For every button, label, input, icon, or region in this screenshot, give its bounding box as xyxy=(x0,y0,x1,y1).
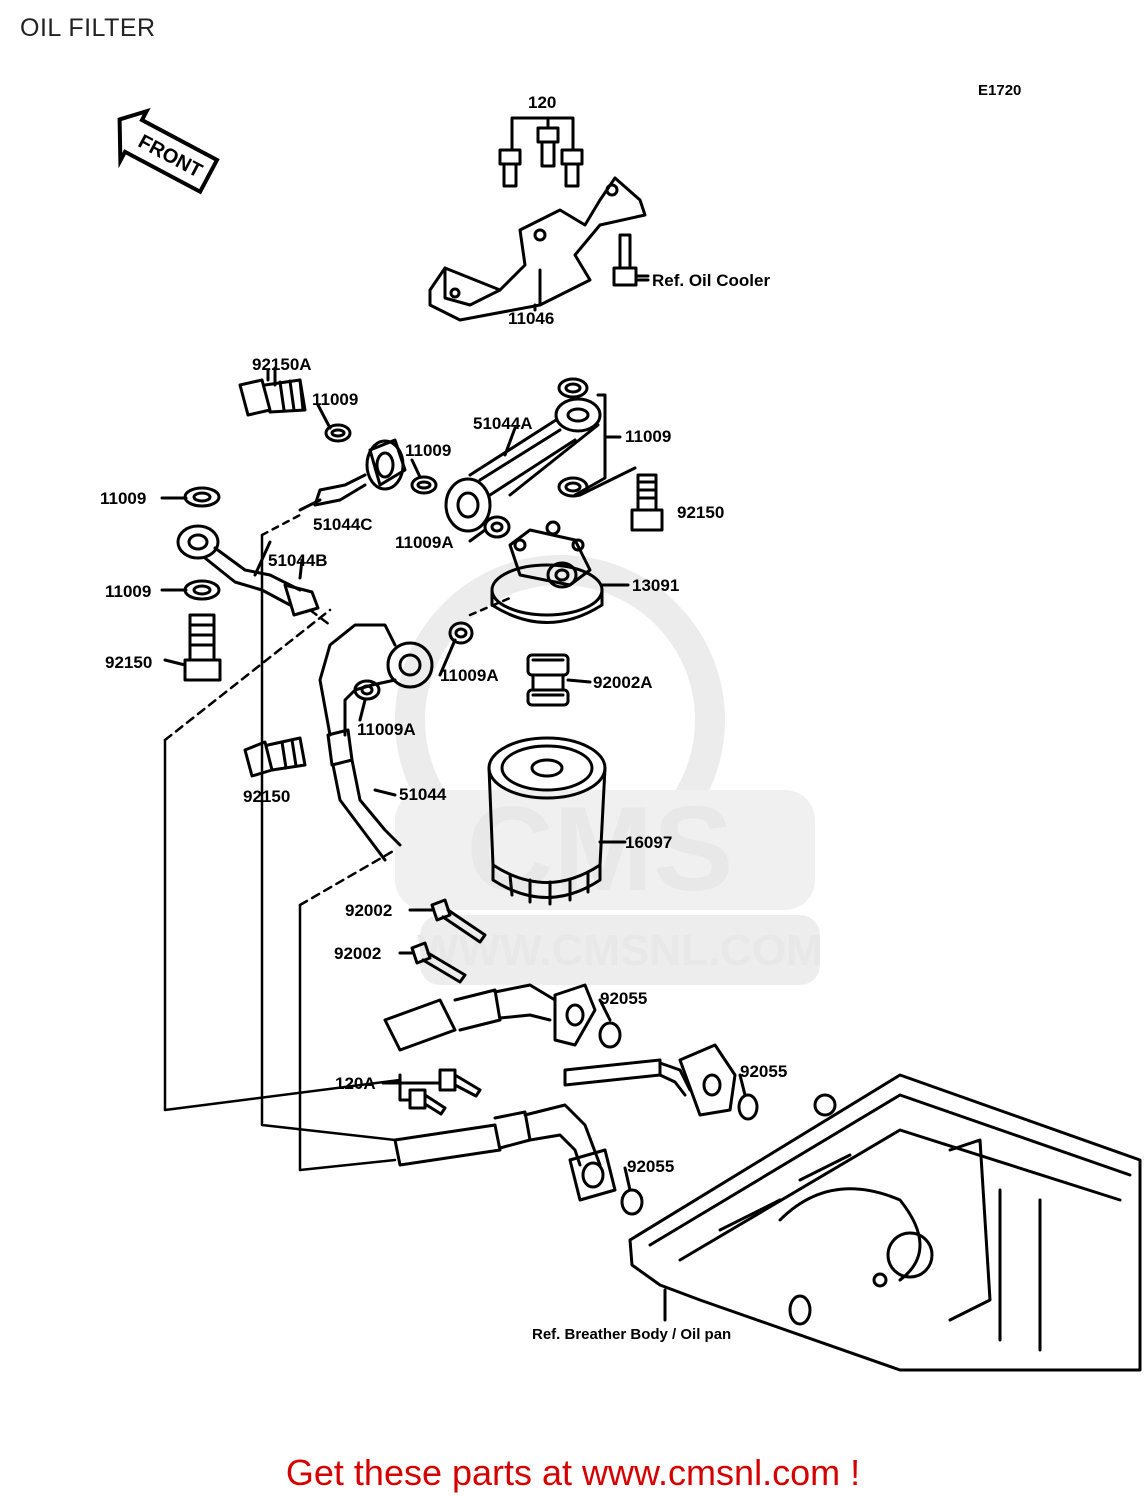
nipple-92002A xyxy=(526,653,570,707)
label-92055-a: 92055 xyxy=(600,989,647,1008)
oil-filter-16097 xyxy=(487,736,607,906)
pipe-51044A xyxy=(444,397,602,533)
label-120A: 120A xyxy=(335,1074,376,1093)
label-51044C: 51044C xyxy=(313,515,373,534)
banjo-bolt-92150-left xyxy=(183,613,222,682)
label-11009-b: 11009 xyxy=(625,427,671,446)
label-92150-b: 92150 xyxy=(105,653,152,672)
label-13091: 13091 xyxy=(632,576,679,595)
label-51044B: 51044B xyxy=(268,551,328,570)
oil-cooler-bolt xyxy=(612,233,650,287)
pipe-51044B xyxy=(176,524,320,617)
banjo-bolt-92150-right xyxy=(630,473,664,532)
footer-link[interactable]: Get these parts at www.cmsnl.com ! xyxy=(285,1452,861,1493)
bolt-92002-a xyxy=(430,898,487,944)
label-ref-breather: Ref. Breather Body / Oil pan xyxy=(532,1326,731,1343)
label-92002-a: 92002 xyxy=(345,901,392,920)
pipe-51044 xyxy=(318,623,434,862)
label-16097: 16097 xyxy=(625,833,672,852)
label-11009-d: 11009 xyxy=(100,489,146,508)
page-title: OIL FILTER xyxy=(20,14,156,42)
label-92055-b: 92055 xyxy=(740,1062,787,1081)
label-11046: 11046 xyxy=(508,309,554,328)
cms-watermark: CMS WWW.CMSNL.COM xyxy=(395,555,823,985)
diagram-code: E1720 xyxy=(978,82,1022,99)
banjo-bolt-92150A xyxy=(238,366,307,417)
filter-head-13091 xyxy=(490,520,604,624)
label-11009-a: 11009 xyxy=(312,390,358,409)
bolt-120-group xyxy=(498,116,584,188)
oil-pan-outline xyxy=(628,1073,1142,1372)
washer-92055-a xyxy=(598,1021,622,1049)
label-92150-a: 92150 xyxy=(677,503,724,522)
label-92055-c: 92055 xyxy=(627,1157,674,1176)
label-92150-c: 92150 xyxy=(243,787,290,806)
label-11009A-b: 11009A xyxy=(440,666,499,685)
label-92002A: 92002A xyxy=(593,673,653,692)
bolt-92002-b xyxy=(410,941,467,984)
label-120: 120 xyxy=(528,93,556,112)
label-ref-oil-cooler: Ref. Oil Cooler xyxy=(652,271,770,290)
exploded-parts-diagram: CMS WWW.CMSNL.COM FRONT xyxy=(100,93,1142,1372)
washer-11009 xyxy=(324,423,352,443)
banjo-bolt-92150-lower xyxy=(243,736,307,778)
washer-11009A xyxy=(483,515,511,539)
watermark-url: WWW.CMSNL.COM xyxy=(417,926,823,975)
hose-92055-a xyxy=(383,983,597,1052)
front-arrow-icon: FRONT xyxy=(117,107,220,195)
label-92002-b: 92002 xyxy=(334,944,381,963)
washer-11009-top xyxy=(557,377,589,399)
label-11009-c: 11009 xyxy=(405,441,451,460)
washer-11009-left xyxy=(183,486,221,508)
label-11009-e: 11009 xyxy=(105,582,151,601)
pipe-51044C xyxy=(298,438,407,512)
hose-92055-c xyxy=(393,1103,617,1202)
label-92150A: 92150A xyxy=(252,355,312,374)
washer-92055-c xyxy=(620,1188,644,1216)
washer-11009A-mid xyxy=(353,679,381,701)
label-11009A-a: 11009A xyxy=(395,533,454,552)
label-51044: 51044 xyxy=(399,785,447,804)
washer-92055-b xyxy=(737,1093,759,1121)
hose-92055-b xyxy=(563,1043,737,1117)
bolt-120A-group xyxy=(398,1068,482,1116)
label-11009A-c: 11009A xyxy=(357,720,416,739)
bracket-11046 xyxy=(428,176,647,322)
label-51044A: 51044A xyxy=(473,414,533,433)
